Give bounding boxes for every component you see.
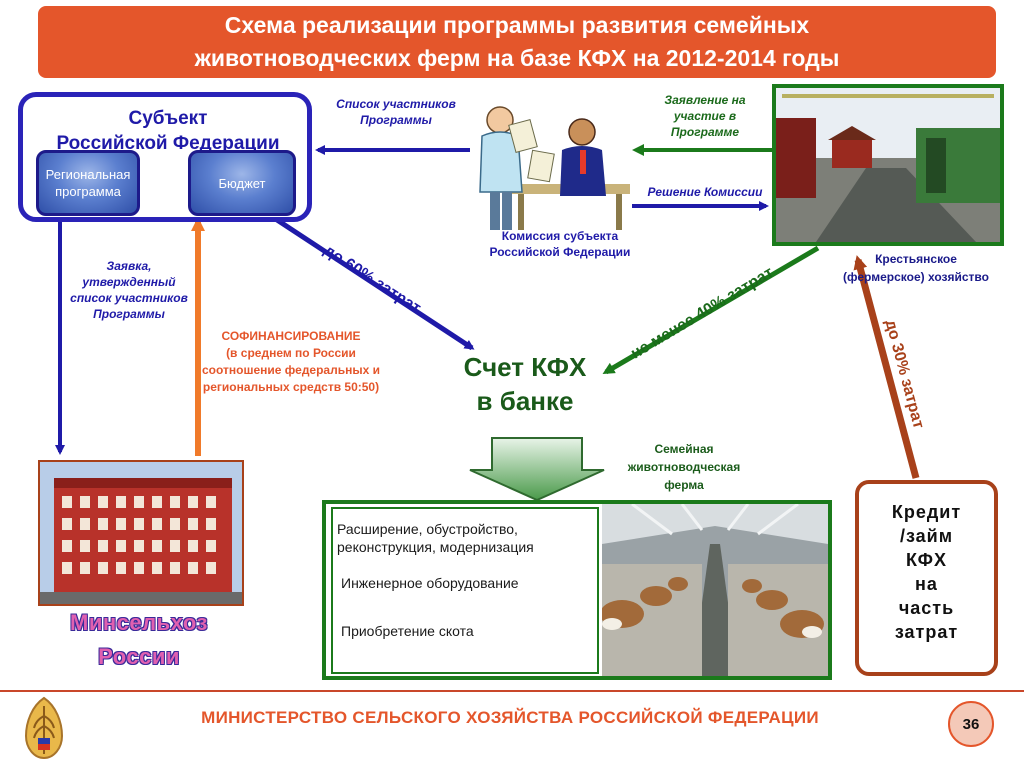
credit-line-3: КФХ <box>905 550 948 570</box>
farm-house-image <box>776 88 1000 242</box>
credit-line-4: на <box>915 574 938 594</box>
arrow-credit-to-farm <box>853 255 920 479</box>
farm-item-expansion: Расширение, обустройство, реконструкция,… <box>337 521 534 555</box>
farm-item-equipment: Инженерное оборудование <box>341 575 519 591</box>
account-line-1: Счет КФХ <box>463 352 587 382</box>
commission-illustration <box>479 106 630 230</box>
farm-owner-label: Крестьянское (фермерское) хозяйство <box>843 252 989 284</box>
farm-item-livestock: Приобретение скота <box>341 623 474 639</box>
commission-decision-label: Решение Комиссии <box>647 185 763 199</box>
cofinancing-body: (в среднем по России соотношение федерал… <box>202 346 380 394</box>
commission-label: Комиссия субъекта Российской Федерации <box>489 229 631 259</box>
application-label: Заявление на участие в Программе <box>664 93 746 139</box>
bank-account: Счет КФХ в банке <box>440 350 610 418</box>
ministry-building-image <box>40 462 242 604</box>
participants-list-label: Список участников Программы <box>336 97 456 127</box>
credit-line-6: затрат <box>894 622 959 642</box>
credit-line-1: Кредит <box>891 502 962 522</box>
ministry-label: Минсельхоз России <box>70 610 208 669</box>
credit-line-2: /займ <box>899 526 954 546</box>
request-label: Заявка, утвержденный список участников П… <box>70 259 188 321</box>
cowshed-photo <box>602 504 828 676</box>
regional-program-box: Региональная программа <box>36 150 140 216</box>
arrow-budget-to-account <box>266 211 475 351</box>
cofinancing-title: СОФИНАНСИРОВАНИЕ <box>221 329 361 343</box>
arrow-farm-to-account <box>602 245 820 375</box>
credit-box <box>855 480 998 676</box>
credit-line-5: часть <box>898 598 955 618</box>
footer-ministry-name: МИНИСТЕРСТВО СЕЛЬСКОГО ХОЗЯЙСТВА РОССИЙС… <box>201 708 819 727</box>
family-farm-label: Семейная животноводческая ферма <box>627 442 741 492</box>
arrow-account-to-farm <box>469 437 605 502</box>
footer-divider <box>0 690 1024 692</box>
title-line-1: Схема реализации программы развития семе… <box>224 12 810 38</box>
subject-title-line-1: Субъект <box>128 108 208 129</box>
budget-box: Бюджет <box>188 150 296 216</box>
title-bar: Схема реализации программы развития семе… <box>38 6 996 78</box>
subject-title-line-2: Российской Федерации <box>56 133 280 150</box>
title-line-2: животноводческих ферм на базе КФХ на 201… <box>194 45 840 71</box>
cowshed-image <box>602 504 828 676</box>
page-number: 36 <box>948 701 994 747</box>
ministry-emblem-icon <box>24 696 64 760</box>
account-line-2: в банке <box>476 386 574 416</box>
ministry-building-photo <box>38 460 244 606</box>
farm-house-photo <box>772 84 1004 246</box>
farm-items-frame <box>331 507 599 674</box>
subject-title: Субъект Российской Федерации <box>28 106 308 150</box>
credit-text: Кредит /займ КФХ на часть затрат <box>860 500 993 644</box>
